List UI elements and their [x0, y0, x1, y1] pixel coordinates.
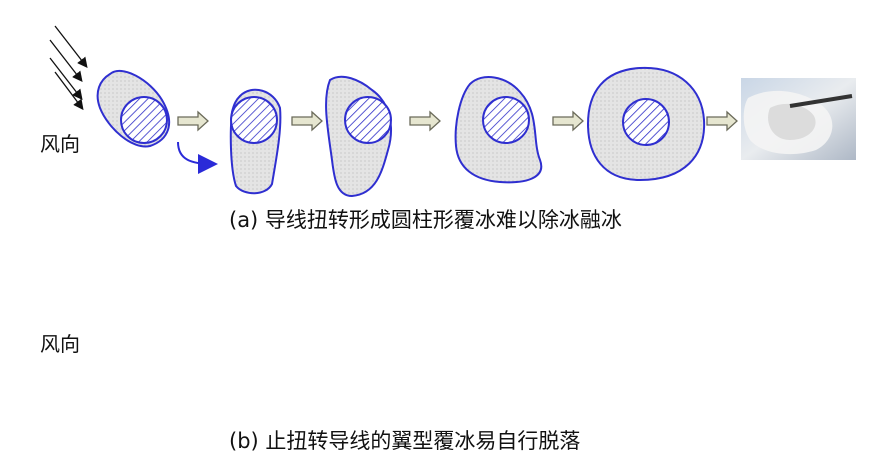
ice-stage-a4 — [454, 76, 543, 184]
process-arrow-a4 — [552, 110, 584, 132]
ice-stage-a5 — [586, 66, 706, 182]
process-arrow-a1 — [177, 110, 209, 132]
process-arrow-a5 — [706, 110, 738, 132]
ice-stage-a2 — [229, 88, 282, 195]
process-arrow-a2 — [291, 110, 323, 132]
ice-stage-a3 — [325, 75, 392, 198]
caption-a: (a) 导线扭转形成圆柱形覆冰难以除冰融冰 — [229, 208, 622, 232]
wind-direction-label-b: 风向 — [40, 332, 80, 356]
process-arrow-a3 — [409, 110, 441, 132]
caption-b: (b) 止扭转导线的翼型覆冰易自行脱落 — [229, 429, 581, 453]
ice-photo-a — [741, 78, 856, 160]
rotation-arrow-a — [177, 141, 218, 174]
wind-arrows-a — [49, 25, 88, 111]
ice-stage-a1 — [96, 69, 171, 148]
wind-direction-label-a: 风向 — [40, 132, 80, 156]
